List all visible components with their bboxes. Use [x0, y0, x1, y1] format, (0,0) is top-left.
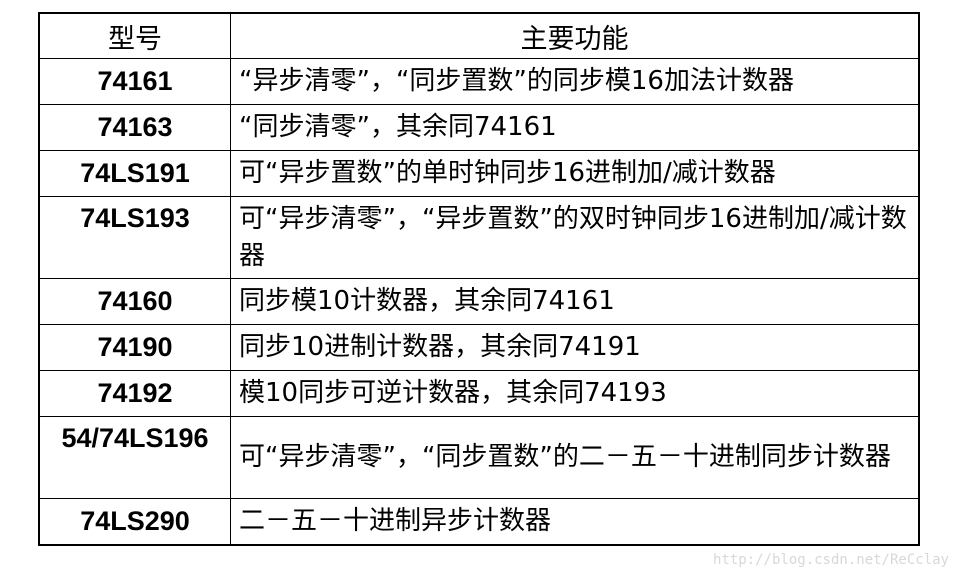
table-row: 74192 模10同步可逆计数器，其余同74193 — [38, 370, 920, 417]
table-row: 74161 “异步清零”，“同步置数”的同步模16加法计数器 — [38, 58, 920, 105]
function-cell: “异步清零”，“同步置数”的同步模16加法计数器 — [230, 58, 920, 105]
table-header-row: 型号 主要功能 — [38, 12, 920, 59]
table-row: 54/74LS196 可“异步清零”，“同步置数”的二－五－十进制同步计数器 — [38, 416, 920, 499]
column-header-function: 主要功能 — [230, 12, 920, 59]
model-cell: 74LS290 — [38, 498, 231, 545]
column-header-model: 型号 — [38, 12, 231, 59]
function-cell: 可“异步清零”，“同步置数”的二－五－十进制同步计数器 — [230, 416, 920, 499]
model-cell: 74190 — [38, 324, 231, 371]
model-cell: 54/74LS196 — [38, 416, 231, 499]
function-cell: 同步模10计数器，其余同74161 — [230, 278, 920, 325]
model-cell: 74160 — [38, 278, 231, 325]
function-cell: “同步清零”，其余同74161 — [230, 104, 920, 151]
counter-comparison-table: 型号 主要功能 74161 “异步清零”，“同步置数”的同步模16加法计数器 7… — [38, 12, 920, 546]
table-row: 74163 “同步清零”，其余同74161 — [38, 104, 920, 151]
function-cell: 模10同步可逆计数器，其余同74193 — [230, 370, 920, 417]
model-cell: 74192 — [38, 370, 231, 417]
function-cell: 可“异步清零”，“异步置数”的双时钟同步16进制加/减计数器 — [230, 196, 920, 279]
function-cell: 二－五－十进制异步计数器 — [230, 498, 920, 545]
table-row: 74190 同步10进制计数器，其余同74191 — [38, 324, 920, 371]
model-cell: 74LS191 — [38, 150, 231, 197]
function-cell: 可“异步置数”的单时钟同步16进制加/减计数器 — [230, 150, 920, 197]
function-cell: 同步10进制计数器，其余同74191 — [230, 324, 920, 371]
table-row: 74LS290 二－五－十进制异步计数器 — [38, 498, 920, 545]
table-row: 74LS193 可“异步清零”，“异步置数”的双时钟同步16进制加/减计数器 — [38, 196, 920, 279]
model-cell: 74161 — [38, 58, 231, 105]
table-row: 74160 同步模10计数器，其余同74161 — [38, 278, 920, 325]
model-cell: 74163 — [38, 104, 231, 151]
model-cell: 74LS193 — [38, 196, 231, 279]
watermark: http://blog.csdn.net/ReCclay — [712, 552, 949, 568]
table-row: 74LS191 可“异步置数”的单时钟同步16进制加/减计数器 — [38, 150, 920, 197]
